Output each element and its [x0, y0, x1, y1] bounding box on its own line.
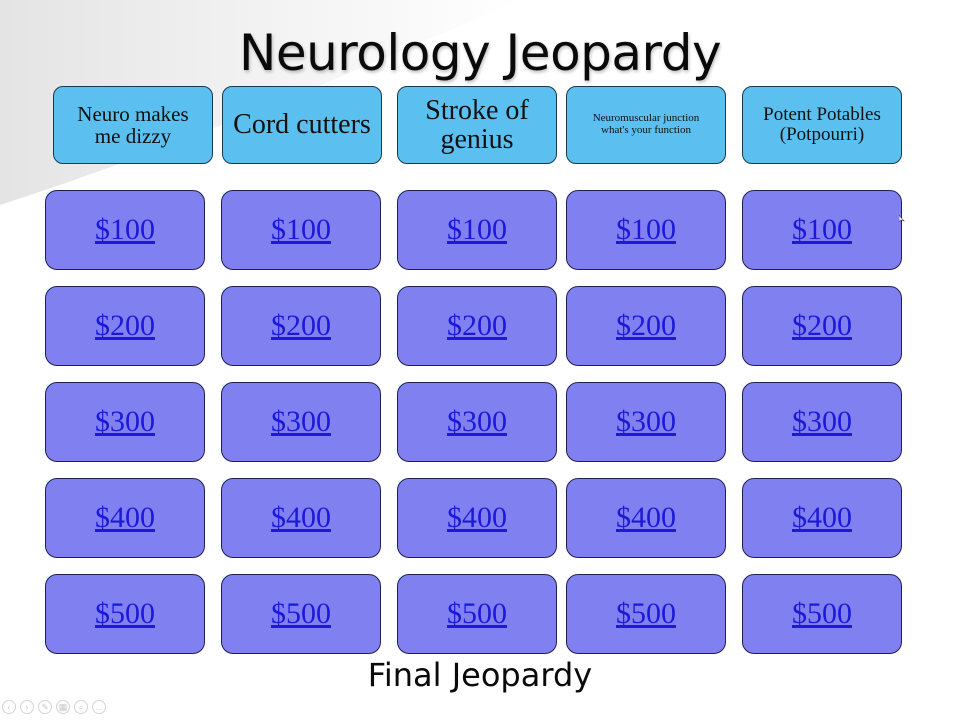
- slides-icon[interactable]: ▦: [56, 700, 70, 714]
- tile-cat1-100[interactable]: $100: [45, 190, 205, 270]
- tile-cat5-200[interactable]: $200: [742, 286, 902, 366]
- tile-cat4-400[interactable]: $400: [566, 478, 726, 558]
- page-title: Neurology Jeopardy: [238, 24, 722, 82]
- tile-cat3-400[interactable]: $400: [397, 478, 557, 558]
- tile-link[interactable]: $200: [792, 309, 852, 342]
- next-slide-icon[interactable]: ›: [20, 700, 34, 714]
- tile-cat5-400[interactable]: $400: [742, 478, 902, 558]
- tile-cat4-300[interactable]: $300: [566, 382, 726, 462]
- tile-link[interactable]: $100: [616, 213, 676, 246]
- zoom-icon[interactable]: ⌕: [74, 700, 88, 714]
- tile-cat5-500[interactable]: $500: [742, 574, 902, 654]
- tile-link[interactable]: $400: [792, 501, 852, 534]
- tile-cat4-500[interactable]: $500: [566, 574, 726, 654]
- category-header-2: Cord cutters: [222, 86, 382, 164]
- tile-cat4-100[interactable]: $100: [566, 190, 726, 270]
- tile-cat1-400[interactable]: $400: [45, 478, 205, 558]
- tile-link[interactable]: $200: [447, 309, 507, 342]
- tile-link[interactable]: $500: [792, 597, 852, 630]
- tile-link[interactable]: $500: [616, 597, 676, 630]
- tile-cat5-300[interactable]: $300: [742, 382, 902, 462]
- tile-cat1-200[interactable]: $200: [45, 286, 205, 366]
- tile-link[interactable]: $100: [95, 213, 155, 246]
- tile-link[interactable]: $200: [616, 309, 676, 342]
- tile-cat1-500[interactable]: $500: [45, 574, 205, 654]
- category-header-5: Potent Potables (Potpourri): [742, 86, 902, 164]
- tile-cat2-300[interactable]: $300: [221, 382, 381, 462]
- tile-link[interactable]: $300: [447, 405, 507, 438]
- tile-link[interactable]: $300: [616, 405, 676, 438]
- tile-link[interactable]: $200: [95, 309, 155, 342]
- tile-cat3-100[interactable]: $100: [397, 190, 557, 270]
- tile-cat5-100[interactable]: $100: [742, 190, 902, 270]
- tile-cat2-400[interactable]: $400: [221, 478, 381, 558]
- tile-cat2-100[interactable]: $100: [221, 190, 381, 270]
- category-header-3: Stroke of genius: [397, 86, 557, 164]
- tile-link[interactable]: $400: [271, 501, 331, 534]
- tile-cat3-200[interactable]: $200: [397, 286, 557, 366]
- tile-cat3-500[interactable]: $500: [397, 574, 557, 654]
- tile-cat2-500[interactable]: $500: [221, 574, 381, 654]
- tile-link[interactable]: $100: [447, 213, 507, 246]
- tile-link[interactable]: $400: [616, 501, 676, 534]
- final-jeopardy-link[interactable]: Final Jeopardy: [367, 656, 593, 694]
- tile-cat3-300[interactable]: $300: [397, 382, 557, 462]
- tile-link[interactable]: $100: [792, 213, 852, 246]
- tile-link[interactable]: $400: [447, 501, 507, 534]
- previous-slide-icon[interactable]: ‹: [2, 700, 16, 714]
- tile-link[interactable]: $500: [95, 597, 155, 630]
- slideshow-toolbar: ‹ › ✎ ▦ ⌕ …: [2, 700, 106, 716]
- tile-link[interactable]: $500: [447, 597, 507, 630]
- tile-link[interactable]: $500: [271, 597, 331, 630]
- tile-link[interactable]: $300: [271, 405, 331, 438]
- pen-icon[interactable]: ✎: [38, 700, 52, 714]
- tile-cat2-200[interactable]: $200: [221, 286, 381, 366]
- category-header-1: Neuro makes me dizzy: [53, 86, 213, 164]
- category-header-4: Neuromuscular junction what's your funct…: [566, 86, 726, 164]
- mouse-cursor-icon: [899, 215, 905, 223]
- tile-cat4-200[interactable]: $200: [566, 286, 726, 366]
- tile-link[interactable]: $200: [271, 309, 331, 342]
- tile-link[interactable]: $300: [792, 405, 852, 438]
- tile-link[interactable]: $100: [271, 213, 331, 246]
- more-options-icon[interactable]: …: [92, 700, 106, 714]
- tile-link[interactable]: $400: [95, 501, 155, 534]
- tile-cat1-300[interactable]: $300: [45, 382, 205, 462]
- tile-link[interactable]: $300: [95, 405, 155, 438]
